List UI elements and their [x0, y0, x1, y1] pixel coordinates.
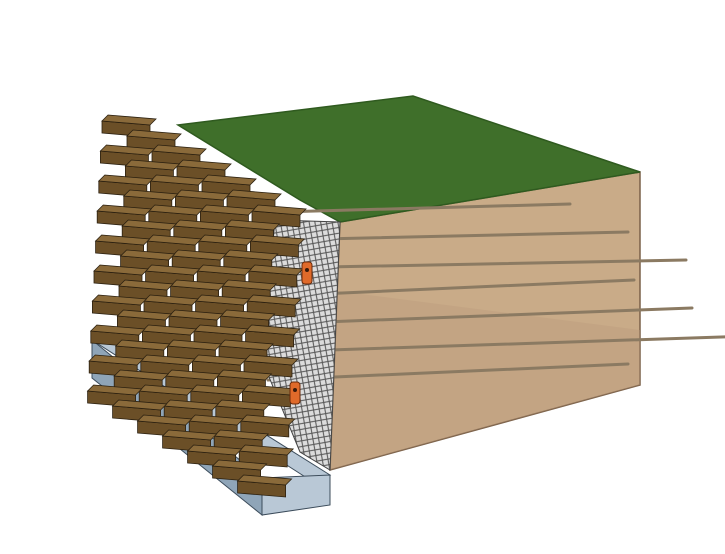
geogrid-layer	[274, 258, 688, 270]
geogrid-layer	[270, 306, 694, 326]
wall-course	[86, 384, 293, 498]
wall-course	[89, 324, 296, 438]
soil-shade	[330, 290, 640, 470]
geogrid-layer	[268, 335, 725, 354]
geogrid-layer	[278, 202, 572, 214]
wall-connectors	[289, 261, 313, 405]
segmental-block-wall	[86, 114, 307, 498]
connector-upper	[301, 261, 313, 285]
wall-block	[236, 474, 293, 498]
connector-lower	[289, 381, 301, 405]
grass-surface	[175, 95, 641, 223]
wall-course	[91, 294, 298, 408]
wall-block	[93, 264, 149, 288]
